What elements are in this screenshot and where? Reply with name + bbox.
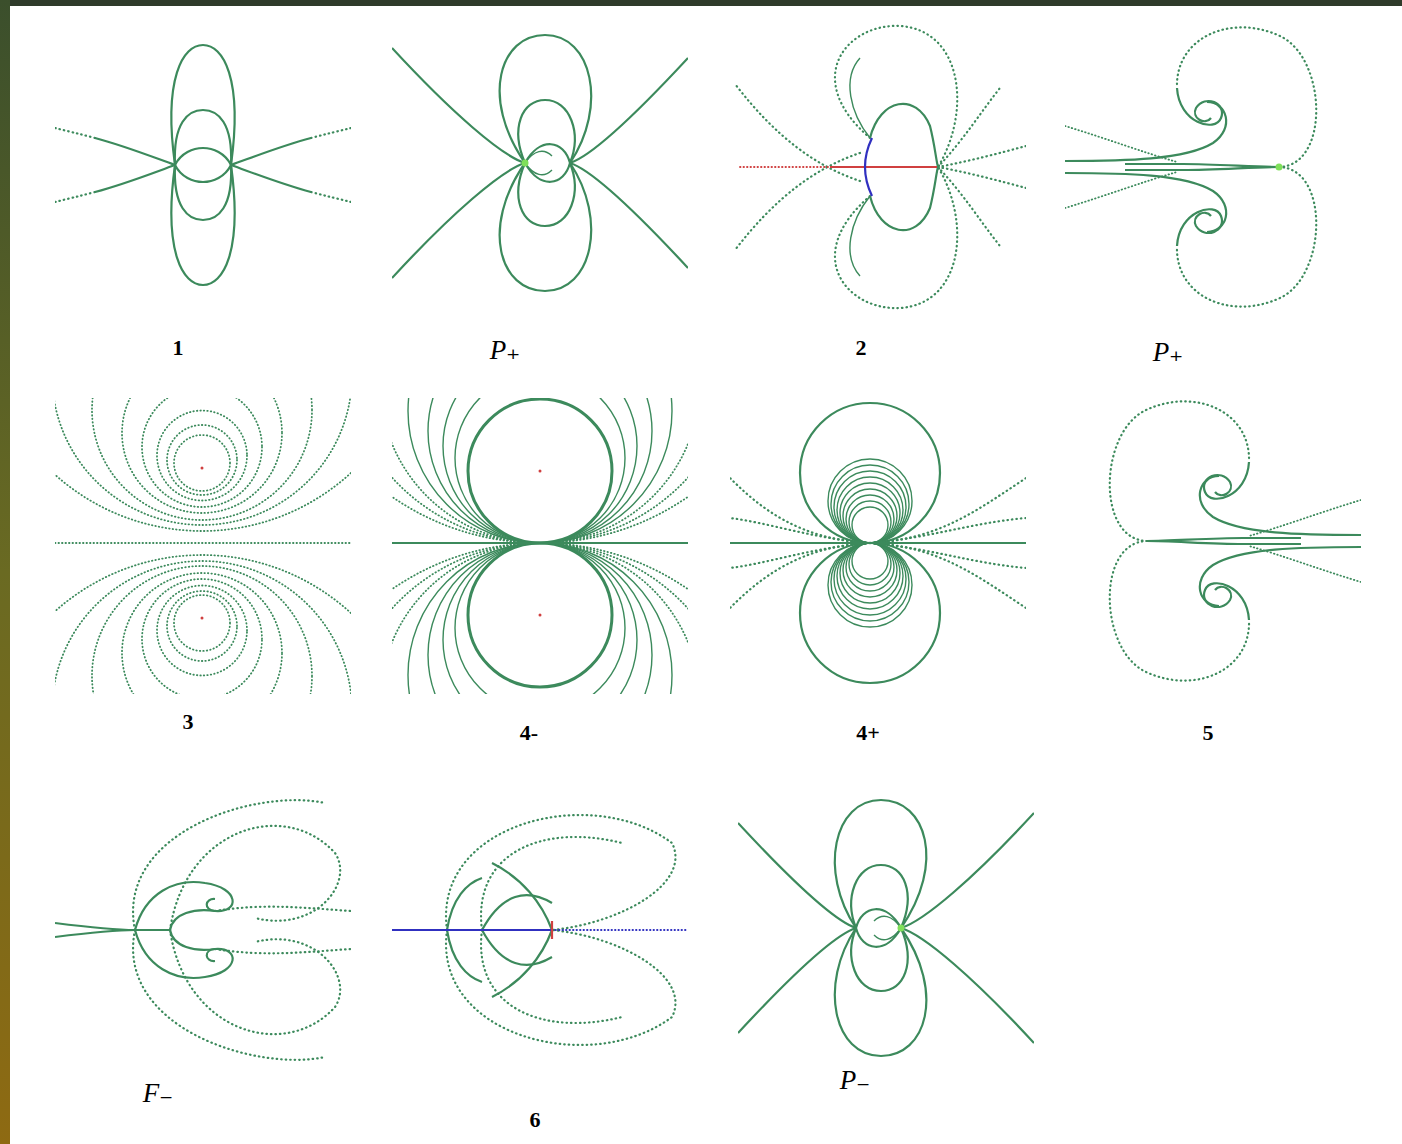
portrait-6 <box>392 815 688 1045</box>
panel-label: 2 <box>856 337 867 359</box>
portrait-p-plus-spiral <box>1065 27 1316 306</box>
portrait-f-minus <box>55 800 351 1060</box>
portrait-p-minus <box>738 800 1034 1056</box>
panel-label: 1 <box>173 337 184 359</box>
top-bar <box>0 0 1402 6</box>
panel-label: P₋ <box>840 1067 871 1094</box>
panel-label: 6 <box>530 1109 541 1131</box>
portrait-2 <box>735 26 1026 308</box>
panel-label: F₋ <box>143 1080 174 1107</box>
panel-label: 4+ <box>856 722 880 744</box>
panel-label: P₊ <box>490 337 521 364</box>
portrait-4-plus <box>730 403 1026 683</box>
side-bar <box>0 0 10 1144</box>
portrait-p-plus <box>392 35 688 291</box>
portrait-5 <box>1110 401 1361 680</box>
portrait-4-minus <box>280 23 800 1063</box>
portrait-3 <box>0 91 422 995</box>
panel-label: 4- <box>520 722 538 744</box>
panel-label: P₊ <box>1153 339 1184 366</box>
portrait-1 <box>55 45 351 285</box>
panel-label: 3 <box>183 711 194 733</box>
panel-label: 5 <box>1203 722 1214 744</box>
